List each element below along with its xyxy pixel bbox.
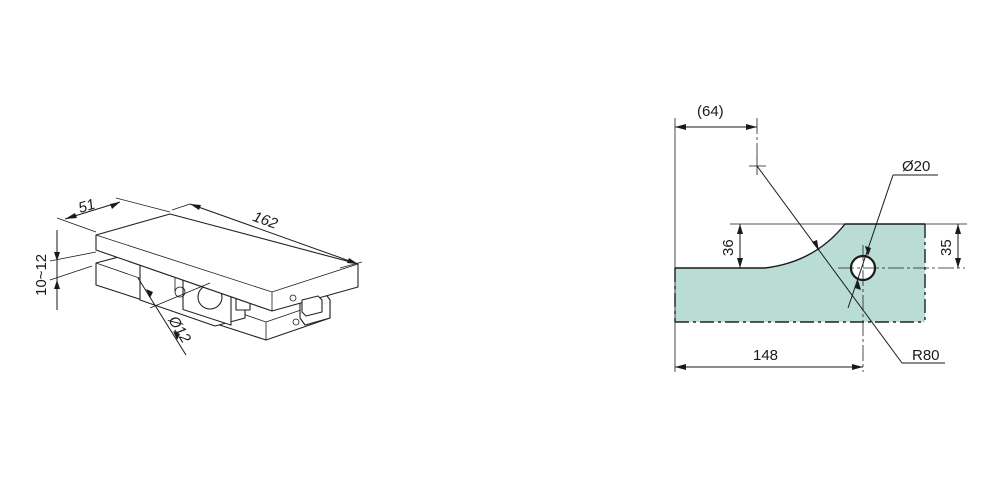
isometric-hinge-view: 51 162 10~12 Ø12: [33, 196, 363, 356]
glass-panel: [675, 224, 925, 322]
upper-slot: [301, 295, 323, 317]
upper-plate: [95, 213, 359, 312]
dim-hole-diameter: Ø20: [902, 158, 930, 175]
dim-width-51: 51: [76, 196, 97, 217]
glass-profile-view: (64) R80 Ø20 36 35 148: [674, 103, 967, 372]
dim-hole-horizontal: 148: [753, 347, 778, 364]
dim-glass-thickness: 10~12: [33, 254, 50, 296]
dim-offset-64: (64): [697, 103, 724, 120]
dim-radius-r80: R80: [912, 347, 940, 364]
dim-hole-vertical: 35: [938, 239, 955, 256]
dim-notch-depth: 36: [720, 239, 737, 256]
dim-length-162: 162: [251, 208, 281, 233]
